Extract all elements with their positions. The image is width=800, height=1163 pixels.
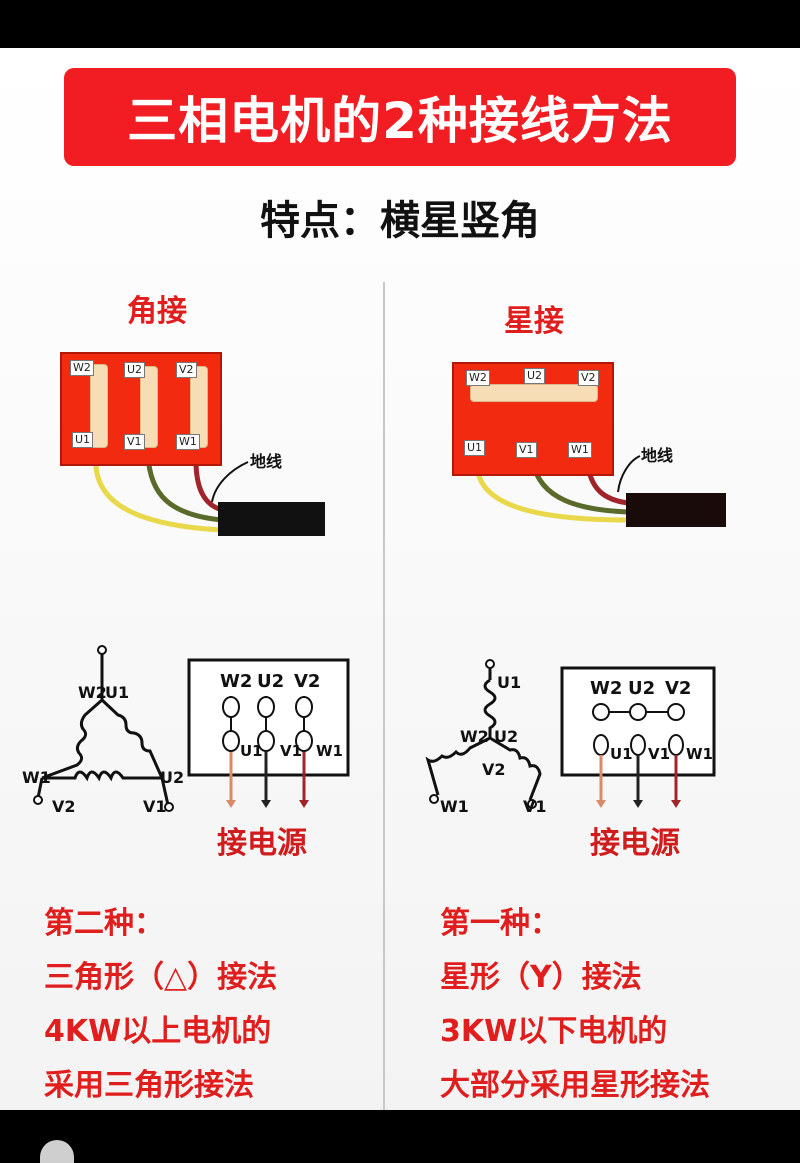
center-divider	[383, 282, 385, 1110]
terminal-label: U2	[524, 368, 546, 384]
box-top-label: U2	[628, 678, 656, 699]
delta-label: V2	[52, 797, 76, 816]
terminal-label: U1	[464, 440, 486, 456]
subtitle: 特点：横星竖角	[260, 198, 540, 244]
card	[0, 48, 800, 1110]
terminal-label: V2	[578, 370, 599, 386]
delta-label: W2	[78, 683, 107, 702]
desc-line: 大部分采用星形接法	[440, 1068, 710, 1103]
star-label: W1	[440, 797, 469, 816]
jumper-bar	[90, 364, 108, 448]
terminal-label: V1	[124, 434, 145, 450]
left-terminal-box: W2 U2 V2 U1 V1 W1	[60, 352, 222, 466]
right-cable-block	[626, 493, 726, 527]
left-description: 第二种： 三角形（△）接法 4KW以上电机的 采用三角形接法	[44, 897, 277, 1113]
right-ground-label: 地线	[641, 446, 674, 465]
terminal-label: W1	[176, 434, 200, 450]
jumper-bar	[470, 384, 598, 402]
right-terminal-box: W2 U2 V2 U1 V1 W1	[452, 362, 614, 476]
box-bottom-label: W1	[686, 745, 713, 763]
star-label: V1	[523, 797, 547, 816]
box-bottom-label: V1	[648, 745, 671, 763]
terminal-label: V1	[516, 442, 537, 458]
box-top-label: W2	[220, 671, 253, 692]
box-top-label: V2	[294, 671, 321, 692]
star-label: V2	[482, 760, 506, 779]
left-ground-label: 地线	[250, 452, 283, 471]
delta-label: V1	[143, 797, 167, 816]
bottom-bar	[0, 1110, 800, 1163]
terminal-label: W2	[466, 370, 490, 386]
box-top-label: U2	[257, 671, 285, 692]
delta-label: U1	[105, 683, 130, 702]
right-label: 星接	[504, 304, 564, 339]
desc-line: 采用三角形接法	[44, 1068, 254, 1103]
box-bottom-label: W1	[316, 742, 343, 760]
star-label: W2	[460, 727, 489, 746]
delta-label: U2	[160, 768, 185, 787]
left-power-label: 接电源	[217, 826, 307, 861]
terminal-label: U1	[72, 432, 94, 448]
desc-line: 4KW以上电机的	[44, 1014, 272, 1049]
box-bottom-label: V1	[280, 742, 303, 760]
box-bottom-label: U1	[240, 742, 263, 760]
terminal-label: W1	[568, 442, 592, 458]
desc-line: 三角形（△）接法	[44, 960, 278, 995]
desc-line: 第一种：	[440, 906, 560, 941]
emoji-icon	[40, 1140, 74, 1163]
box-top-label: V2	[665, 678, 692, 699]
jumper-bar	[140, 366, 158, 448]
delta-label: W1	[22, 768, 51, 787]
desc-line: 3KW以下电机的	[440, 1014, 668, 1049]
box-bottom-label: U1	[610, 745, 633, 763]
star-label: U2	[494, 727, 519, 746]
terminal-label: W2	[70, 360, 94, 376]
terminal-label: V2	[176, 362, 197, 378]
terminal-label: U2	[124, 362, 146, 378]
desc-line: 第二种：	[44, 906, 164, 941]
left-cable-block	[218, 502, 325, 536]
left-label: 角接	[127, 294, 187, 329]
right-power-label: 接电源	[590, 826, 680, 861]
right-description: 第一种： 星形（Y）接法 3KW以下电机的 大部分采用星形接法	[440, 897, 710, 1113]
box-top-label: W2	[590, 678, 623, 699]
desc-line: 星形（Y）接法	[440, 960, 642, 995]
title-banner: 三相电机的2种接线方法	[64, 68, 736, 166]
star-label: U1	[497, 673, 522, 692]
